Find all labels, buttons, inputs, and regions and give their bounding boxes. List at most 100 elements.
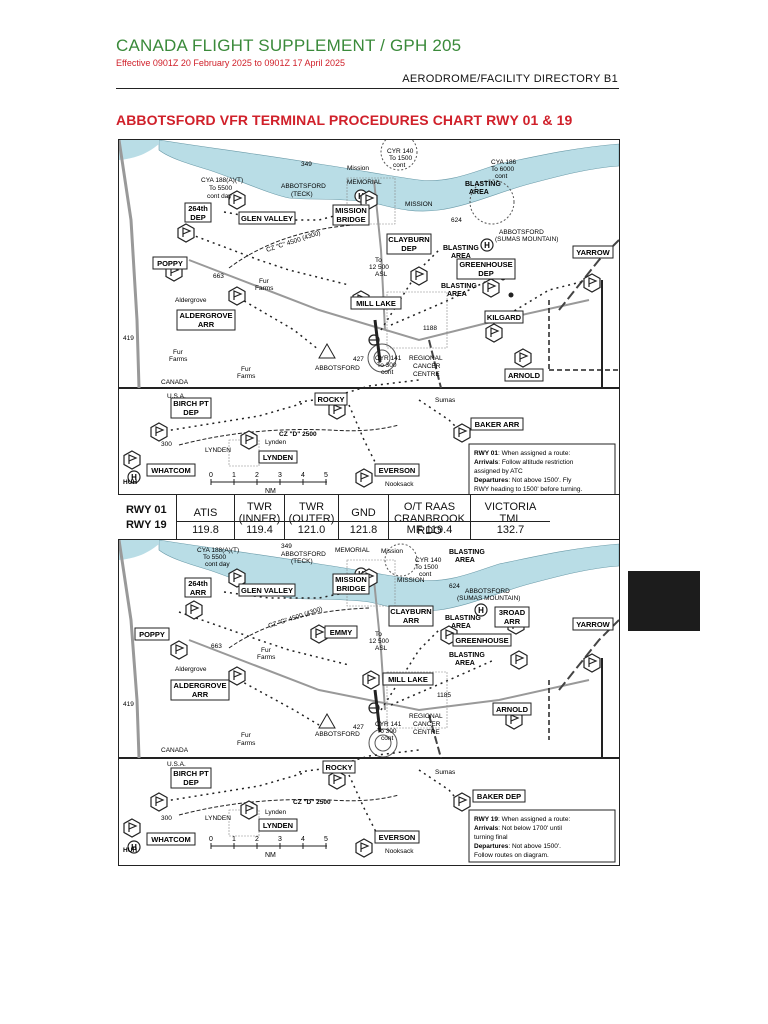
label-box (170, 679, 230, 701)
label-box (456, 258, 516, 280)
scale-label: 5 (324, 472, 328, 479)
map-label: 12 500 (369, 638, 389, 645)
fraser-river (158, 139, 620, 212)
map-label: CANADA (161, 747, 189, 754)
fix-lynden-icon (240, 430, 258, 450)
route-everson (348, 404, 380, 471)
map-label: CANADA (161, 379, 189, 386)
map-label: ABBOTSFORD (281, 183, 326, 190)
fix-264th-icon (177, 223, 195, 243)
route-baker (418, 769, 460, 803)
fix-label: POPPY (139, 630, 165, 639)
freq-header: GND (351, 507, 376, 519)
map-label: Nooksack (385, 481, 414, 488)
blasting-marker (508, 292, 514, 298)
fix-label: 3ROAD (499, 608, 526, 617)
freq-value: 119.8 (177, 521, 234, 536)
cz-c-boundary (228, 223, 370, 269)
fix-yarrow-icon (583, 653, 601, 673)
fix-poppy-icon (170, 640, 188, 660)
fix-label: ARR (504, 617, 521, 626)
map-label: 427 (353, 356, 364, 363)
route-birch (158, 772, 305, 803)
fix-label: YARROW (576, 620, 610, 629)
fix-label: LYNDEN (263, 821, 293, 830)
route-kilgard (498, 279, 590, 321)
map-label: (SUMAS MOUNTAIN) (495, 236, 558, 243)
fix-label: GLEN VALLEY (241, 214, 293, 223)
map-label: MEMORIAL (347, 179, 382, 186)
map-label: ABBOTSFORD (315, 731, 360, 738)
map-label: LYNDEN (205, 815, 231, 822)
label-box (332, 573, 370, 595)
cz-d-boundary (178, 794, 400, 816)
fix-label: MISSION (335, 575, 367, 584)
map-label: CYR 141 (375, 355, 402, 362)
map-label: (TECK) (291, 558, 313, 565)
fix-mill-lake-icon (362, 670, 380, 690)
label-box (470, 417, 524, 431)
freq-value: 121.0 (285, 521, 338, 536)
map-label: ABBOTSFORD (499, 229, 544, 236)
abbotsford-runway-icon (373, 689, 382, 733)
map-label: CZ "C" 4500 (4300) (265, 230, 321, 254)
fix-label: WHATCOM (151, 466, 190, 475)
fix-label: DEP (183, 408, 198, 417)
map-label: 349 (281, 543, 292, 550)
map-label: HUH (123, 847, 137, 854)
scale-label: 3 (278, 836, 282, 843)
map-label: Fur (241, 366, 252, 373)
fix-label: CLAYBURN (390, 607, 431, 616)
map-label: BLASTING (465, 181, 501, 188)
fix-label: ARR (192, 690, 209, 699)
label-box (238, 583, 296, 597)
map-label: BLASTING (449, 652, 485, 659)
map-label: To 5500 (209, 185, 233, 192)
map-label: Fur (261, 647, 272, 654)
fix-label: BIRCH PT (173, 769, 209, 778)
map-label: Mission (381, 548, 403, 555)
rail (428, 714, 442, 759)
label-box (382, 672, 434, 686)
fix-label: GLEN VALLEY (241, 586, 293, 595)
note-line: Follow routes on diagram. (474, 852, 549, 859)
highway-west (117, 539, 141, 759)
map-label: HUH (123, 479, 137, 486)
map-label: To 1500 (415, 564, 439, 571)
map-label: 419 (123, 335, 134, 342)
label-box (452, 633, 512, 647)
map-label: Fur (173, 349, 184, 356)
label-box (572, 617, 614, 631)
map-label: BLASTING (443, 245, 479, 252)
effective-date: Effective 0901Z 20 February 2025 to 0901… (116, 58, 345, 68)
map-label: CZ "D" 2500 (279, 431, 317, 438)
label-box (494, 606, 530, 628)
scale-label: 1 (232, 472, 236, 479)
label-box (388, 605, 434, 627)
rwy19-note-box (468, 809, 616, 863)
fix-label: ROCKY (317, 395, 344, 404)
map-label: AREA (451, 623, 471, 630)
fix-label: YARROW (576, 248, 610, 257)
abbotsford-town (386, 291, 448, 349)
rwy01-note-box (468, 443, 616, 497)
map-label: CANCER (413, 721, 441, 728)
map-label: AREA (469, 189, 489, 196)
fix-birch-icon (150, 792, 168, 812)
map-label: 1188 (423, 325, 437, 332)
note-line: Arrivals: Follow altitude restriction (474, 459, 574, 466)
map-label: AREA (447, 291, 467, 298)
section-tab-marker (628, 571, 700, 631)
abbotsford-town (386, 671, 448, 729)
fix-baker-icon (453, 792, 471, 812)
fix-label: EMMY (330, 628, 353, 637)
map-label: Nooksack (385, 848, 414, 855)
fix-label: BAKER ARR (475, 420, 520, 429)
cz-d-boundary (178, 424, 400, 446)
label-box (374, 463, 420, 477)
rail-east (558, 619, 620, 691)
map-label: cont (393, 162, 405, 169)
map-label: ASL (375, 271, 388, 278)
